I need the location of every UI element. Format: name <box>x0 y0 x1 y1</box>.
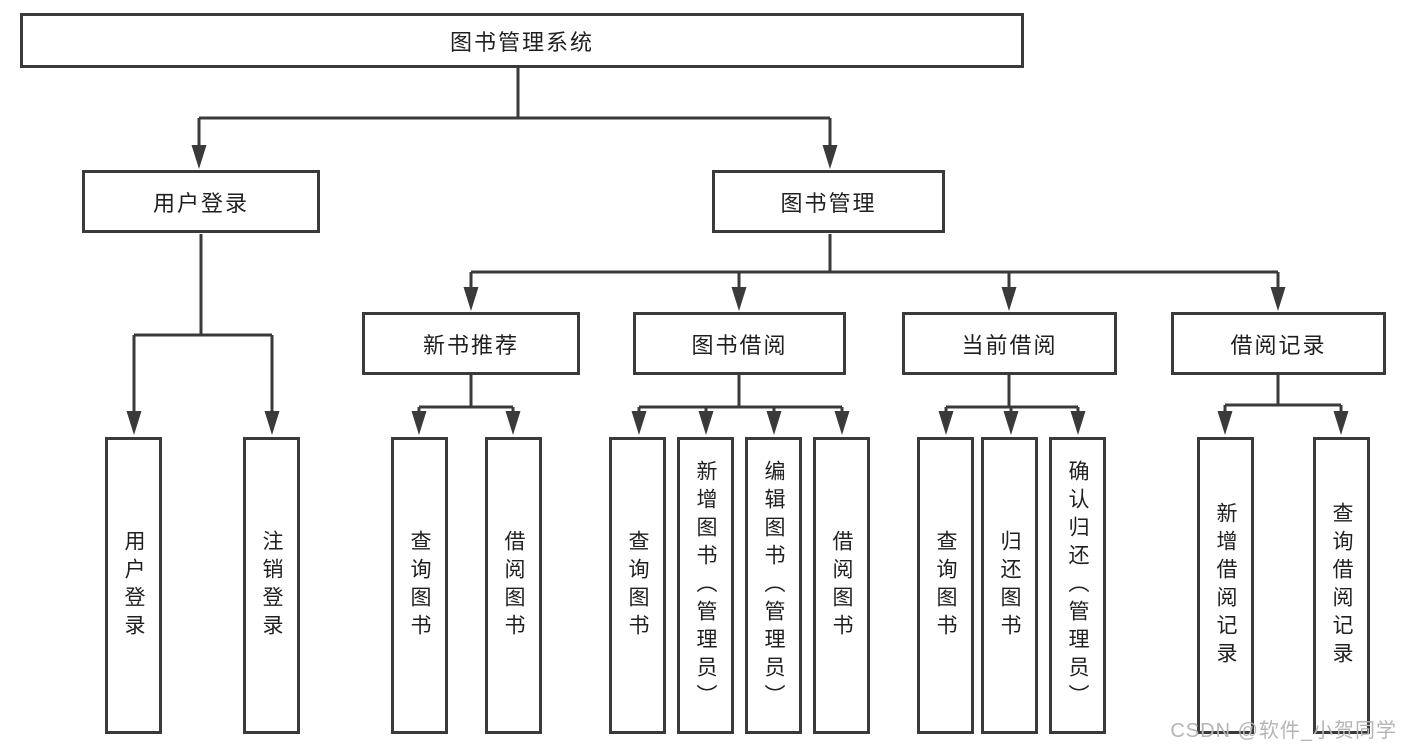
leaf-logout: 注销登录 <box>243 437 300 734</box>
node-book-borrow: 图书借阅 <box>633 312 846 375</box>
leaf-query-books-3: 查询图书 <box>917 437 974 734</box>
leaf-add-books-admin: 新增图书（管理员） <box>677 437 734 734</box>
leaf-edit-books-admin: 编辑图书（管理员） <box>745 437 802 734</box>
leaf-query-borrow-record: 查询借阅记录 <box>1313 437 1370 734</box>
leaf-query-books-1: 查询图书 <box>391 437 448 734</box>
arrowhead-icons <box>126 145 1349 435</box>
leaf-add-borrow-record: 新增借阅记录 <box>1197 437 1254 734</box>
csdn-watermark: CSDN @软件_小贺同学 <box>1170 720 1397 742</box>
leaf-query-books-2: 查询图书 <box>609 437 666 734</box>
leaf-confirm-return-admin: 确认归还（管理员） <box>1049 437 1106 734</box>
node-user-login: 用户登录 <box>82 170 320 233</box>
leaf-user-login: 用户登录 <box>105 437 162 734</box>
node-current-borrow: 当前借阅 <box>902 312 1117 375</box>
node-borrow-records: 借阅记录 <box>1171 312 1386 375</box>
leaf-borrow-books-2: 借阅图书 <box>813 437 870 734</box>
leaf-return-books: 归还图书 <box>981 437 1038 734</box>
node-new-book-recommend: 新书推荐 <box>362 312 580 375</box>
node-book-management: 图书管理 <box>712 170 945 233</box>
node-root-system: 图书管理系统 <box>20 13 1024 68</box>
leaf-borrow-books-1: 借阅图书 <box>485 437 542 734</box>
